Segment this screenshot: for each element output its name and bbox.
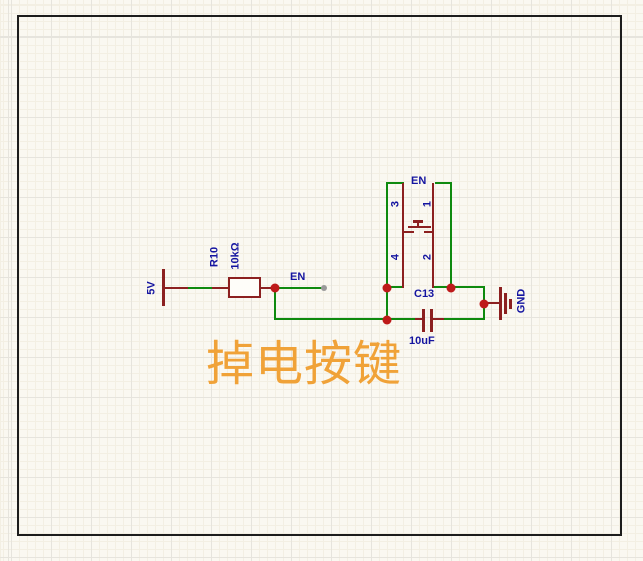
net-label-en-top[interactable]: EN xyxy=(411,175,427,187)
ground-symbol-bar-mid[interactable] xyxy=(504,293,507,314)
pushbutton-pin-number-1: 1 xyxy=(421,200,434,208)
pushbutton-actuator-stem[interactable] xyxy=(417,222,419,226)
junction-dot[interactable] xyxy=(382,315,392,325)
junction-dot[interactable] xyxy=(382,283,392,293)
ground-symbol-lead[interactable] xyxy=(485,302,500,304)
resistor-designator[interactable]: R10 xyxy=(208,246,221,268)
pushbutton-pin-line-left[interactable] xyxy=(402,183,404,288)
caption-text[interactable]: 掉电按键 xyxy=(206,336,403,392)
capacitor-lead-right[interactable] xyxy=(433,318,444,320)
wire-segment[interactable] xyxy=(435,182,452,184)
sheet-border-frame xyxy=(17,15,622,536)
wire-segment[interactable] xyxy=(434,286,452,288)
junction-dot[interactable] xyxy=(270,283,280,293)
pushbutton-contact-right[interactable] xyxy=(424,231,434,233)
wire-segment[interactable] xyxy=(187,287,213,289)
resistor-value[interactable]: 10kΩ xyxy=(229,242,242,270)
wire-segment-bottom-rail-right[interactable] xyxy=(443,318,485,320)
capacitor-value[interactable]: 10uF xyxy=(409,335,435,347)
resistor-pin-lead-left[interactable] xyxy=(212,287,228,289)
pushbutton-pin-number-3: 3 xyxy=(389,200,402,208)
pushbutton-pin-number-2: 2 xyxy=(421,253,434,261)
capacitor-designator[interactable]: C13 xyxy=(414,288,435,300)
wire-endpoint-dot[interactable] xyxy=(321,285,327,291)
ground-net-label[interactable]: GND xyxy=(515,288,528,314)
wire-segment-button-left-loop[interactable] xyxy=(386,182,388,321)
resistor-pin-lead-right[interactable] xyxy=(261,287,273,289)
pushbutton-actuator-cap[interactable] xyxy=(413,220,423,223)
ground-symbol-bar-short[interactable] xyxy=(509,299,512,309)
ground-symbol-bar-long[interactable] xyxy=(499,287,502,320)
pushbutton-bridge[interactable] xyxy=(408,226,431,228)
capacitor-plate-left[interactable] xyxy=(422,309,425,332)
pushbutton-pin-number-4: 4 xyxy=(389,253,402,261)
wire-segment[interactable] xyxy=(386,286,404,288)
junction-dot[interactable] xyxy=(446,283,456,293)
capacitor-lead-left[interactable] xyxy=(415,318,424,320)
resistor-body[interactable] xyxy=(228,277,261,298)
power-flag-5v-lead[interactable] xyxy=(164,287,188,289)
power-flag-5v-bar[interactable] xyxy=(162,269,165,306)
junction-dot[interactable] xyxy=(479,299,489,309)
net-label-en[interactable]: EN xyxy=(290,271,306,283)
wire-segment[interactable] xyxy=(451,286,485,288)
pushbutton-contact-left[interactable] xyxy=(402,231,414,233)
pushbutton-pin-line-right[interactable] xyxy=(432,183,434,288)
wire-segment[interactable] xyxy=(386,182,404,184)
wire-segment-button-right-loop[interactable] xyxy=(450,182,452,288)
wire-segment-bottom-rail-left[interactable] xyxy=(274,318,416,320)
capacitor-plate-right[interactable] xyxy=(430,309,433,332)
power-flag-5v-label[interactable]: 5V xyxy=(145,281,158,295)
wire-segment[interactable] xyxy=(274,288,276,320)
wire-segment-en[interactable] xyxy=(275,287,324,289)
